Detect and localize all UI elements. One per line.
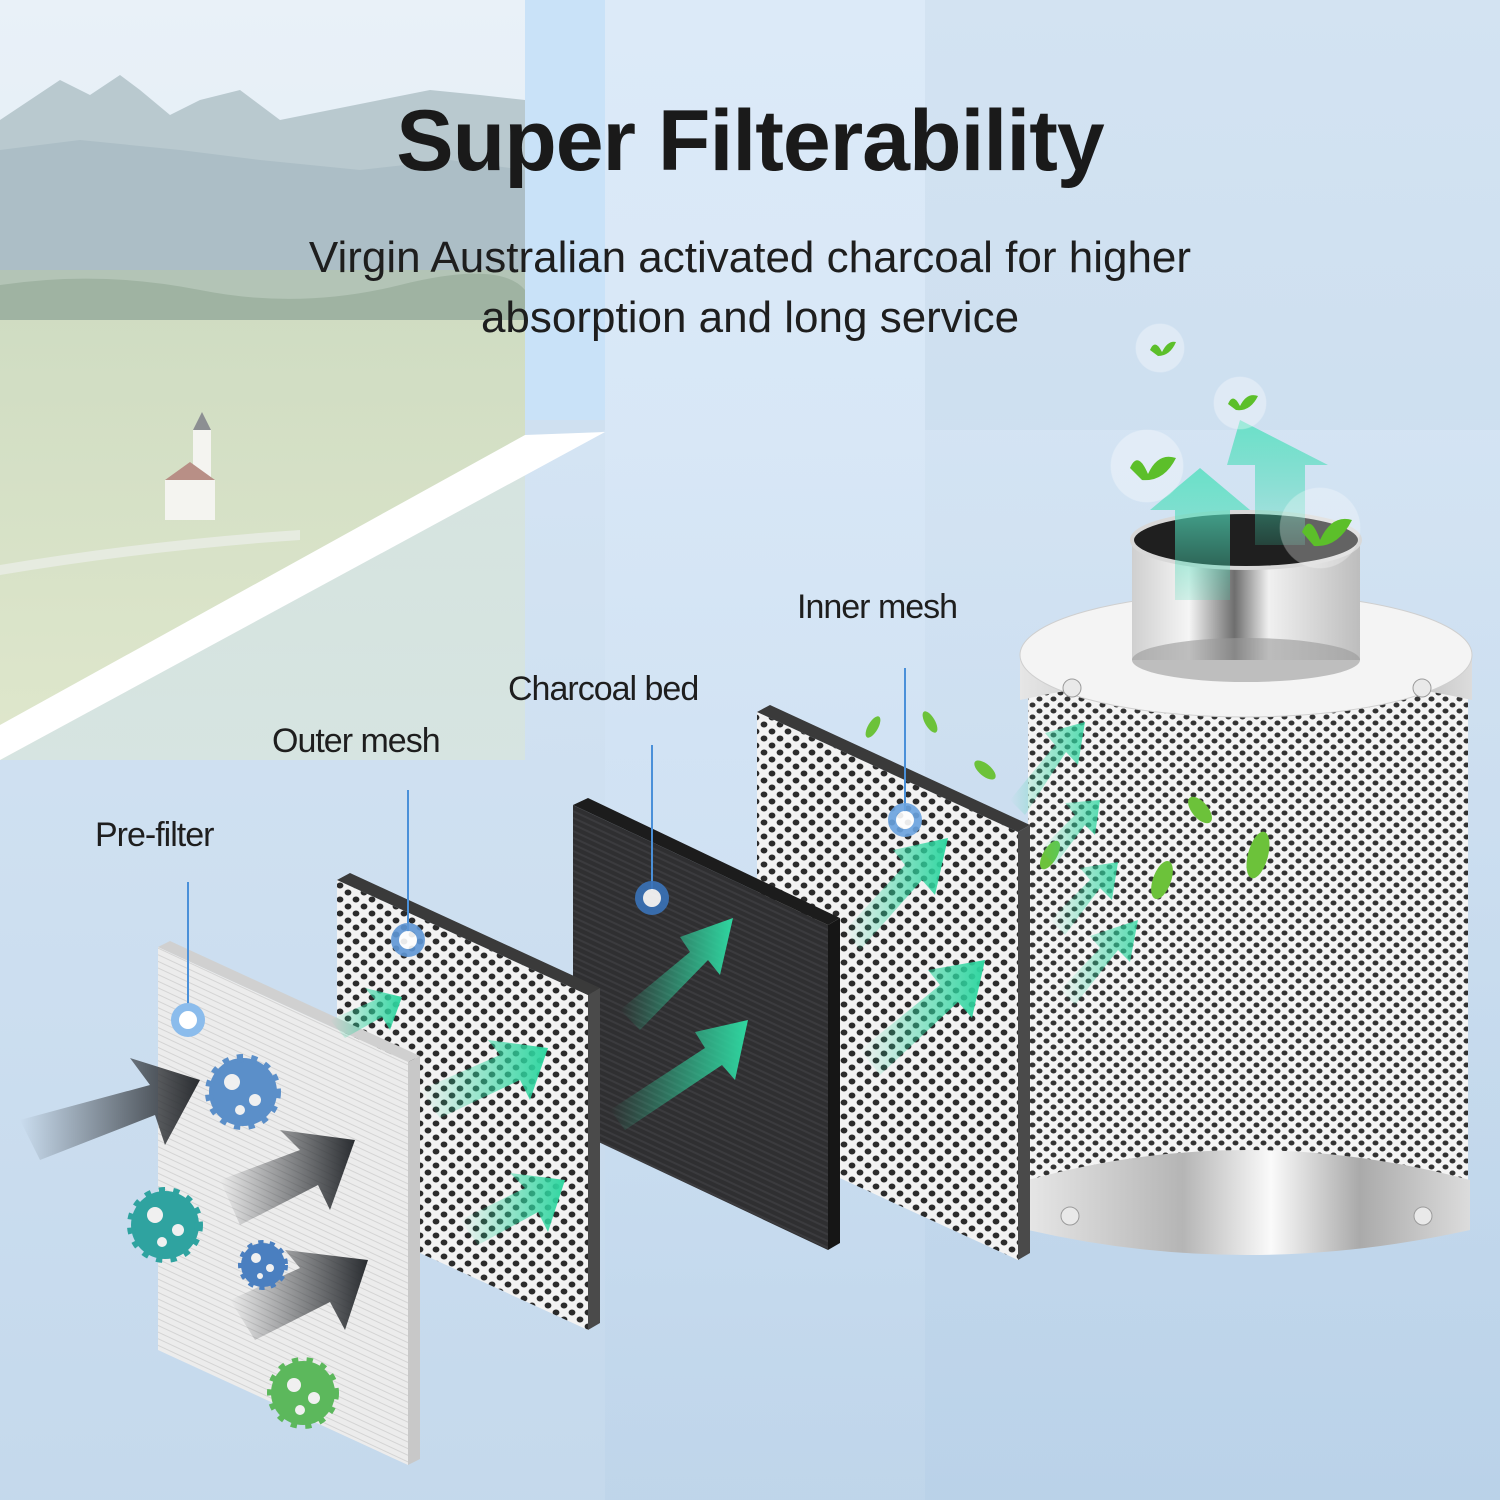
subtitle-line-2: absorption and long service [480,293,1020,342]
leader-lines [171,668,922,1037]
green-germ-icon [267,1357,339,1429]
leaf-bubble-icon [1279,487,1361,569]
dirty-air-arrow-icons [20,1058,368,1340]
page-subtitle: Virgin Australian activated charcoal for… [0,228,1500,348]
page-title: Super Filterability [396,93,1104,189]
blue-germ-icon [205,1054,281,1130]
label-charcoal-bed: Charcoal bed [508,670,699,708]
blue-germ-icon [238,1240,288,1290]
carbon-filter-canister-icon [1019,510,1473,1255]
label-outer-mesh: Outer mesh [272,722,441,760]
leaf-bubble-icon [1135,323,1185,373]
floating-leaf-icons [802,711,1270,900]
leaf-bubble-icon [1110,429,1184,503]
label-pre-filter: Pre-filter [95,816,214,854]
window-sill [0,432,605,760]
label-inner-mesh: Inner mesh [797,588,958,626]
teal-germ-icon [127,1187,203,1263]
leaf-bubble-icon [1213,376,1267,430]
clean-air-up-arrow-icon [1150,420,1328,600]
germ-icons [127,1054,339,1429]
subtitle-line-1: Virgin Australian activated charcoal for… [308,233,1192,282]
window-frame-strip [525,0,605,420]
leaf-bubble-icons [1110,323,1361,569]
clean-air-arrow-icons [330,722,1138,1245]
charcoal-bed-panel-icon [573,798,840,1250]
